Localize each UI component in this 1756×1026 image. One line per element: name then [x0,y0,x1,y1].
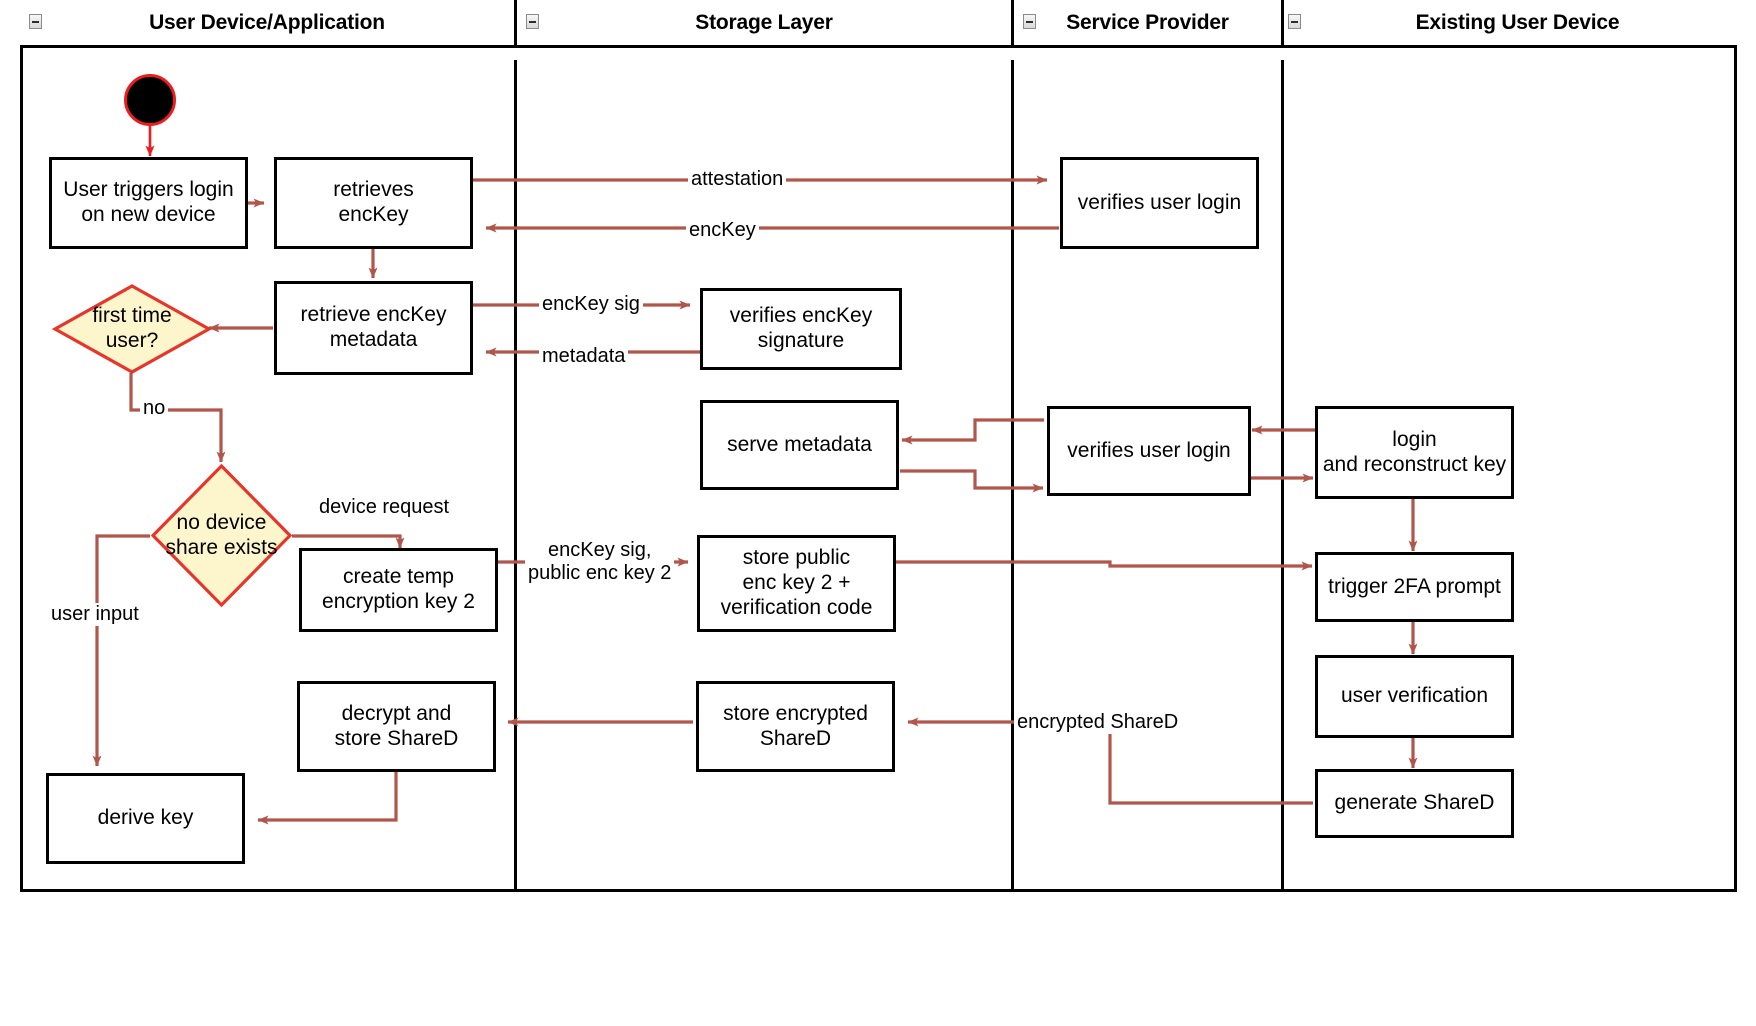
node-label: generate ShareD [1334,791,1495,815]
edge-label-text: encrypted ShareD [1017,711,1179,733]
node-label: User triggers login on new device [63,178,234,226]
edge-label-enckey-sig-public-enc-key-2: encKey sig, public enc key 2 [525,539,675,585]
node-generate-shared[interactable]: generate ShareD [1315,769,1514,838]
collapse-icon[interactable] [526,14,539,29]
node-derive-key[interactable]: derive key [46,773,245,864]
node-label: verifies user login [1077,190,1242,214]
node-label: retrieves encKey [333,178,414,226]
node-login-and-reconstruct-key[interactable]: login and reconstruct key [1315,406,1514,499]
node-user-triggers-login[interactable]: User triggers login on new device [49,157,248,249]
start-node [124,74,176,126]
edge-label-text: encKey sig, [548,539,652,561]
edge-label-text: encKey [689,219,756,241]
node-store-encrypted-shared[interactable]: store encrypted ShareD [696,681,895,772]
lane-title: Storage Layer [695,10,833,34]
node-retrieves-enckey[interactable]: retrieves encKey [274,157,473,249]
edge-label-encrypted-shared: encrypted ShareD [1014,711,1182,734]
node-label: verifies user login [1067,438,1231,462]
edge-label-no: no [140,397,169,420]
edge-label-text: public enc key 2 [528,562,672,584]
node-user-verification[interactable]: user verification [1315,655,1514,738]
edge-label-metadata: metadata [539,345,629,368]
node-label: store public enc key 2 + verification co… [720,546,873,619]
node-verifies-user-login-2[interactable]: verifies user login [1047,406,1251,496]
node-label: verifies encKey signature [729,304,873,352]
collapse-icon[interactable] [29,14,42,29]
edge-label-user-input: user input [48,603,142,626]
edge-label-text: no [143,397,166,419]
lane-title: Service Provider [1066,10,1229,34]
collapse-icon[interactable] [1023,14,1036,29]
node-label: serve metadata [727,432,872,456]
collapse-icon[interactable] [1288,14,1301,29]
lane-header-user-device[interactable]: User Device/Application [20,0,517,48]
node-verifies-user-login-1[interactable]: verifies user login [1060,157,1259,249]
lane-divider [1011,60,1014,892]
node-label: derive key [97,806,194,830]
node-retrieve-enckey-metadata[interactable]: retrieve encKey metadata [274,281,473,375]
lane-title: User Device/Application [149,10,385,34]
node-decrypt-and-store-shared[interactable]: decrypt and store ShareD [297,681,496,772]
lane-divider [1281,60,1284,892]
edge-label-text: metadata [542,345,626,367]
lane-divider [514,60,517,892]
node-label: user verification [1340,684,1489,708]
edge-label-text: attestation [691,168,784,190]
edge-label-device-request: device request [316,496,453,519]
decision-no-device-share-exists[interactable]: no device share exists [150,463,293,608]
edge-label-text: user input [51,603,139,625]
node-label: decrypt and store ShareD [334,701,459,750]
node-serve-metadata[interactable]: serve metadata [700,400,899,490]
node-label: login and reconstruct key [1322,427,1507,476]
node-store-public-enc-key-2[interactable]: store public enc key 2 + verification co… [697,535,896,632]
node-verifies-enckey-signature[interactable]: verifies encKey signature [700,288,902,370]
lane-header-existing-user-device[interactable]: Existing User Device [1284,0,1737,48]
lane-title: Existing User Device [1415,10,1620,34]
node-create-temp-encryption-key-2[interactable]: create temp encryption key 2 [299,548,498,632]
node-label: store encrypted ShareD [723,701,868,750]
node-label: retrieve encKey metadata [300,303,447,351]
lane-header-service-provider[interactable]: Service Provider [1014,0,1284,48]
edge-label-text: encKey sig [542,293,640,315]
lane-header-storage-layer[interactable]: Storage Layer [517,0,1014,48]
edge-label-enckey: encKey [686,219,759,242]
node-label: create temp encryption key 2 [322,565,475,613]
edge-label-attestation: attestation [688,168,787,191]
decision-first-time-user[interactable]: first time user? [52,283,212,375]
node-label: trigger 2FA prompt [1328,574,1501,598]
edge-label-enckey-sig: encKey sig [539,293,643,316]
edge-label-text: device request [319,496,450,518]
node-trigger-2fa-prompt[interactable]: trigger 2FA prompt [1315,552,1514,622]
